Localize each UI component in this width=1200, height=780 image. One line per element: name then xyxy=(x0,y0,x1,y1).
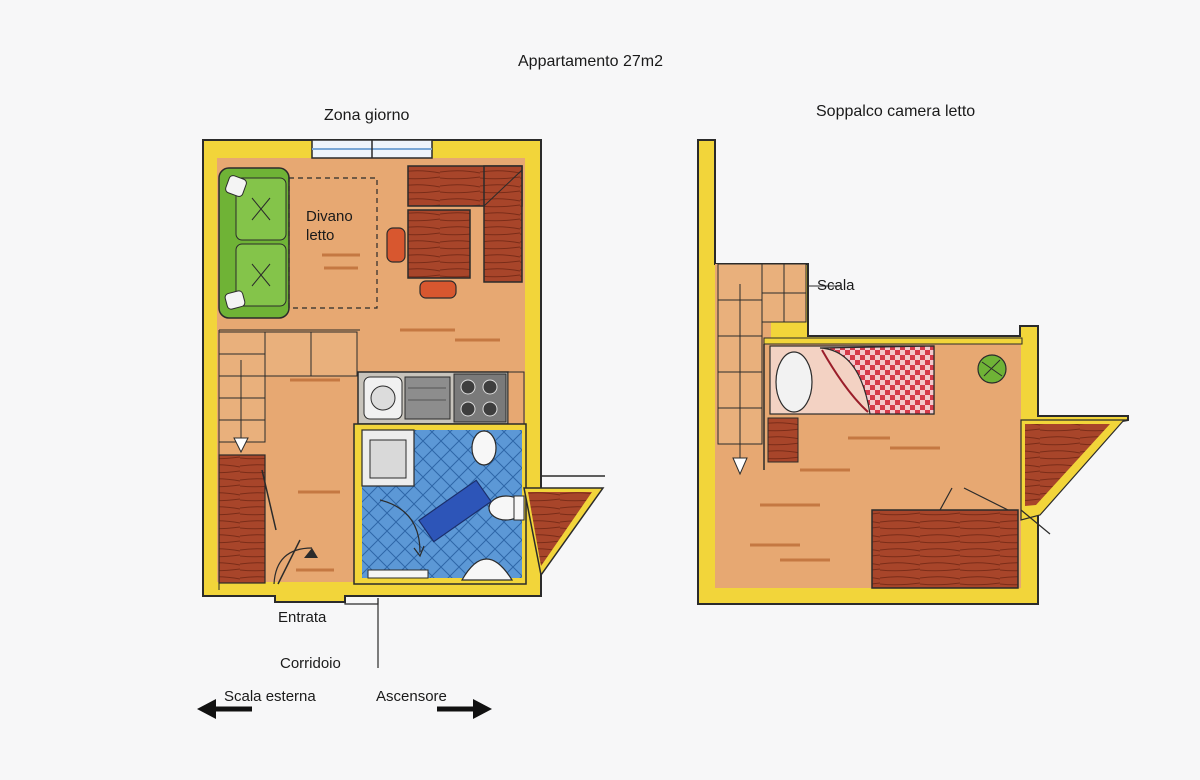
stair-arrow-icon xyxy=(233,437,249,454)
pillow-icon xyxy=(775,351,813,413)
arrow-right-icon xyxy=(437,699,492,719)
living-zone xyxy=(197,139,605,719)
living-heading: Zona giorno xyxy=(324,107,410,124)
side-cabinet xyxy=(523,475,605,577)
dining-area xyxy=(386,165,523,299)
arrow-left-icon xyxy=(197,699,252,719)
bathroom xyxy=(353,423,527,585)
floor-texture xyxy=(290,253,500,572)
loft-stair xyxy=(717,263,840,476)
door-swing-icon xyxy=(379,499,421,553)
loft-floor-texture xyxy=(750,436,940,562)
page-title: Appartamento 27m2 xyxy=(518,53,663,70)
loft-heading: Soppalco camera letto xyxy=(816,103,976,120)
bed xyxy=(769,345,935,415)
chair-bottom xyxy=(419,280,457,299)
inner-stair xyxy=(218,329,360,590)
entrance-label: Entrata xyxy=(278,609,327,626)
loft-zone xyxy=(697,139,1129,605)
sofa-label-line1: Divano xyxy=(306,208,353,225)
living-window xyxy=(311,139,433,159)
pillow-icon xyxy=(225,175,247,197)
plant-icon xyxy=(977,354,1007,384)
sofa-label-line2: letto xyxy=(306,227,335,244)
wardrobe xyxy=(871,487,1019,589)
chair-left xyxy=(386,227,406,263)
loft-stair-label: Scala xyxy=(817,277,855,294)
kitchen-counter xyxy=(357,371,525,425)
entrance-door xyxy=(273,539,318,585)
exit-left-label: Scala esterna xyxy=(224,688,316,705)
sofa-bed xyxy=(218,167,378,319)
corridor-label: Corridoio xyxy=(280,655,341,672)
exit-right-label: Ascensore xyxy=(376,688,447,705)
